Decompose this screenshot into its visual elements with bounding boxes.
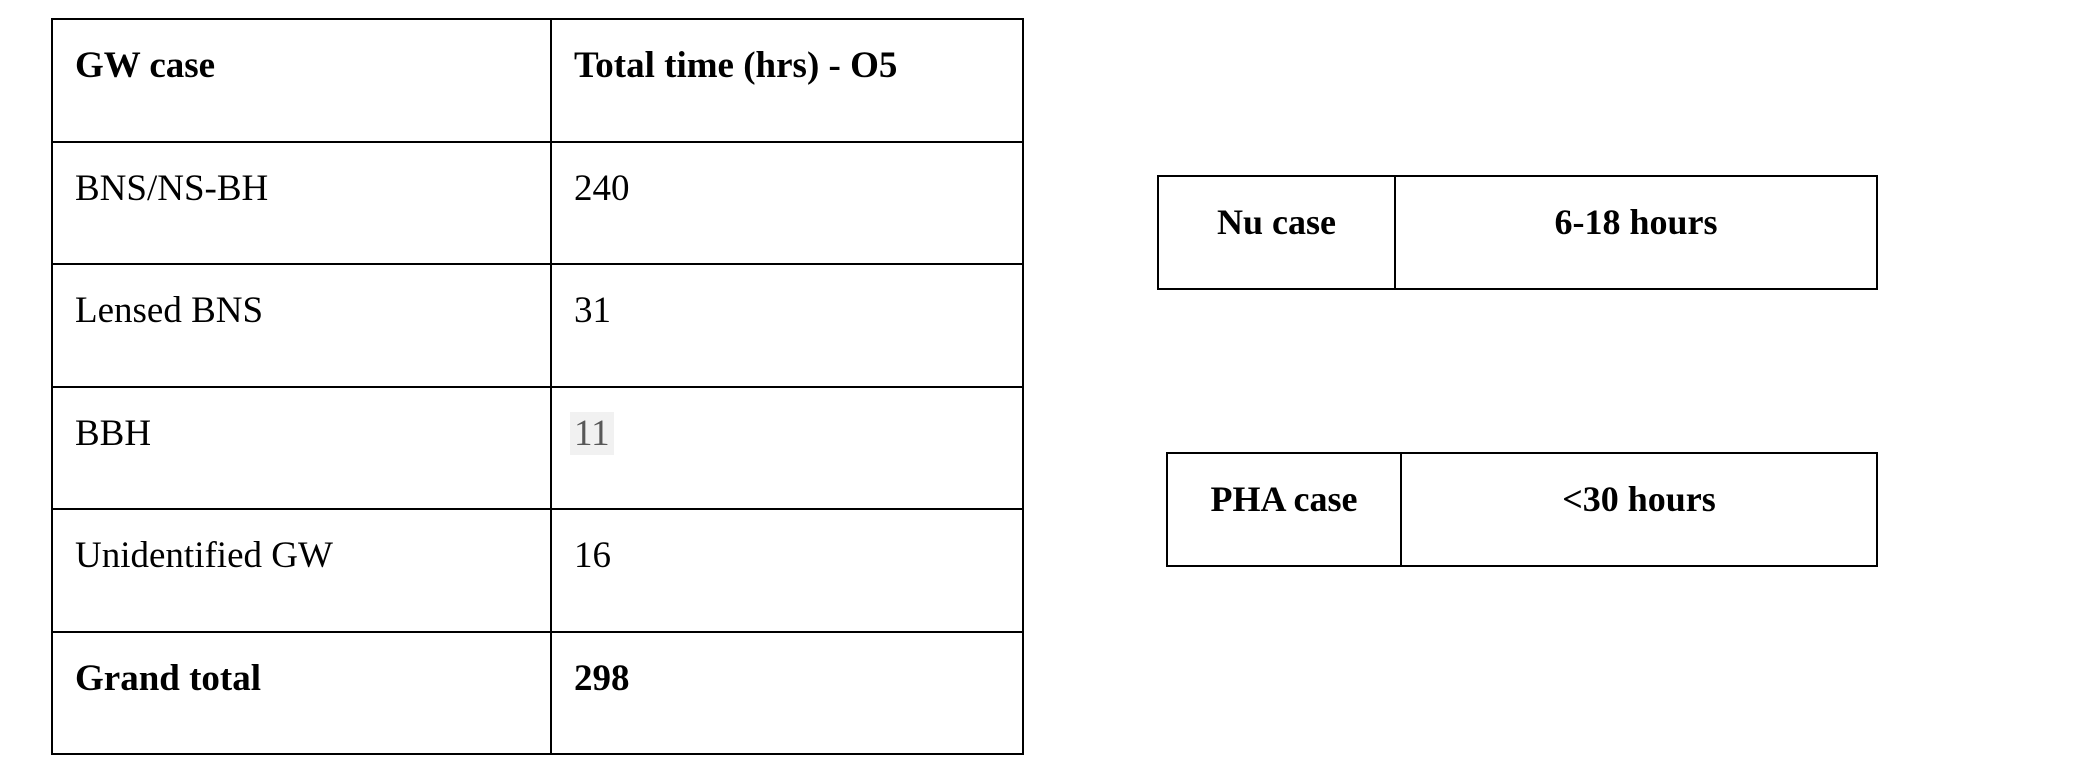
value-text-highlighted: 11	[570, 411, 614, 455]
cell-pha-case-label: PHA case	[1166, 452, 1402, 567]
cell-total-time: 240	[550, 140, 1024, 265]
cell-total-time: 31	[550, 263, 1024, 388]
table-header-row: GW case Total time (hrs) - O5	[51, 18, 1024, 143]
cell-gw-case-label: BBH	[75, 412, 152, 454]
table-row: Unidentified GW 16	[51, 508, 1024, 633]
table-row: BNS/NS-BH 240	[51, 140, 1024, 265]
cell-gw-case: BNS/NS-BH	[51, 140, 552, 265]
column-header-total-time: Total time (hrs) - O5	[550, 18, 1024, 143]
value-text: 16	[574, 535, 611, 576]
nu-case-value: 6-18 hours	[1554, 202, 1718, 242]
pha-case-label: PHA case	[1210, 479, 1358, 519]
table-row: PHA case <30 hours	[1166, 452, 1878, 567]
table-row: Lensed BNS 31	[51, 263, 1024, 388]
table-row: Nu case 6-18 hours	[1157, 175, 1878, 290]
cell-total-time-value: 31	[574, 265, 1022, 329]
cell-total-time-value: 16	[574, 510, 1022, 574]
cell-nu-case-label: Nu case	[1157, 175, 1396, 290]
cell-total-time-value: 240	[574, 143, 1022, 207]
value-text: 240	[574, 167, 630, 209]
cell-gw-case: BBH	[51, 385, 552, 510]
pha-case-table: PHA case <30 hours	[1166, 452, 1878, 567]
cell-gw-case-label: BNS/NS-BH	[75, 167, 269, 209]
gw-case-table: GW case Total time (hrs) - O5 BNS/NS-BH …	[51, 18, 1024, 755]
cell-grand-total-label: Grand total	[51, 630, 552, 755]
cell-grand-total-value: 298	[550, 630, 1024, 755]
cell-pha-case-value: <30 hours	[1400, 452, 1878, 567]
cell-gw-case: Unidentified GW	[51, 508, 552, 633]
cell-total-time: 16	[550, 508, 1024, 633]
table-row: BBH 11	[51, 385, 1024, 510]
value-text: 31	[574, 290, 611, 331]
grand-total-label: Grand total	[75, 657, 262, 699]
pha-case-value: <30 hours	[1562, 479, 1716, 519]
column-header-gw-case-label: GW case	[75, 45, 216, 86]
cell-gw-case-label: Unidentified GW	[75, 535, 333, 576]
column-header-gw-case: GW case	[51, 18, 552, 143]
column-header-total-time-label: Total time (hrs) - O5	[574, 45, 898, 86]
nu-case-table: Nu case 6-18 hours	[1157, 175, 1878, 290]
cell-nu-case-value: 6-18 hours	[1394, 175, 1878, 290]
cell-gw-case: Lensed BNS	[51, 263, 552, 388]
cell-gw-case-label: Lensed BNS	[75, 290, 264, 331]
cell-total-time: 11	[550, 385, 1024, 510]
grand-total-row: Grand total 298	[51, 630, 1024, 755]
cell-total-time-value: 11	[570, 388, 1022, 455]
grand-total-value: 298	[574, 657, 630, 699]
nu-case-label: Nu case	[1217, 202, 1336, 242]
